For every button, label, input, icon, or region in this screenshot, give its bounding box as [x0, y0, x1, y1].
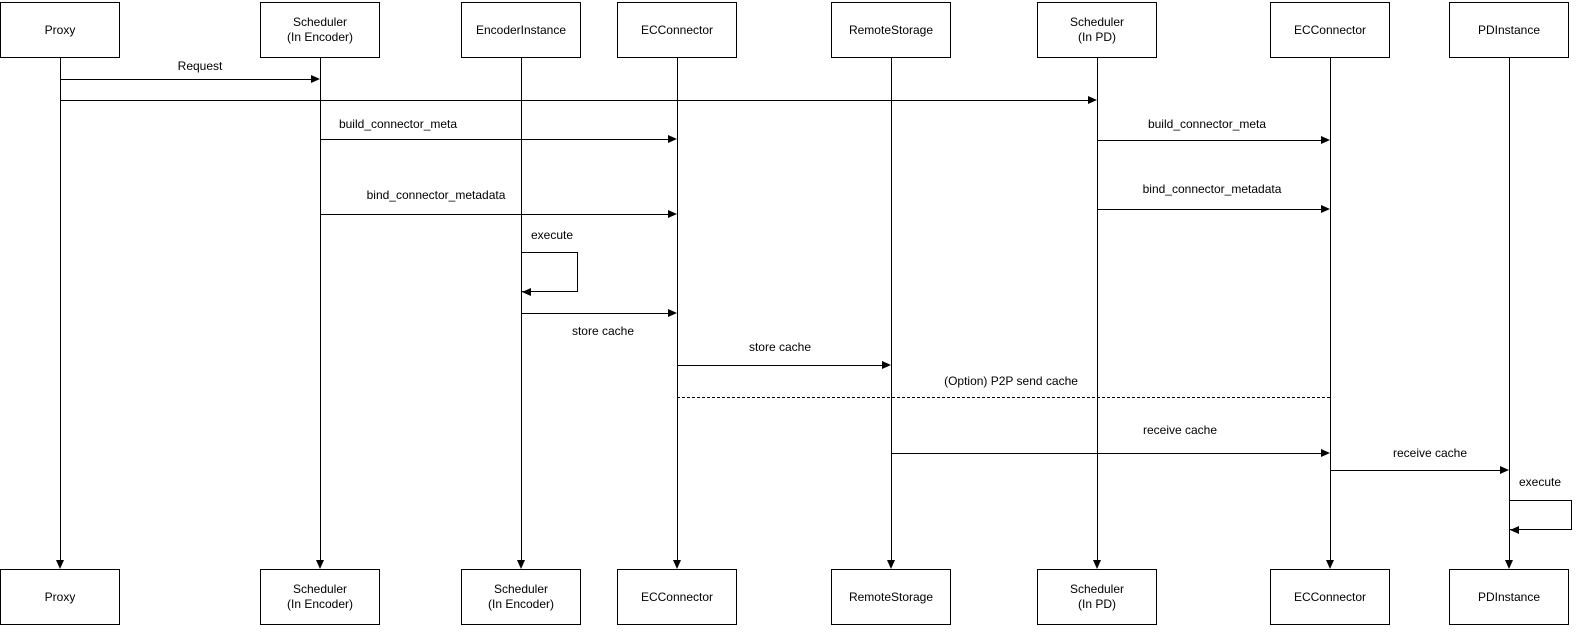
actor-bottom-pdinstance[interactable]: PDInstance — [1449, 569, 1569, 625]
lifeline-encoder-instance — [521, 58, 522, 561]
actor-bottom-scheduler-encoder-2[interactable]: Scheduler (In Encoder) — [461, 569, 581, 625]
lifeline-proxy — [60, 58, 61, 561]
message-label: execute — [1516, 475, 1564, 489]
lifeline-remote-storage — [891, 58, 892, 561]
arrowhead-icon — [1510, 526, 1519, 534]
arrowhead-icon — [1321, 205, 1330, 213]
arrowhead-icon — [882, 361, 891, 369]
actor-bottom-scheduler-pd[interactable]: Scheduler (In PD) — [1037, 569, 1157, 625]
actor-top-pdinstance[interactable]: PDInstance — [1449, 2, 1569, 58]
actor-label: Scheduler — [292, 15, 348, 29]
actor-bottom-ecconnector-right[interactable]: ECConnector — [1270, 569, 1390, 625]
actor-sublabel: (In PD) — [1077, 30, 1116, 44]
actor-top-scheduler-encoder[interactable]: Scheduler (In Encoder) — [260, 2, 380, 58]
message-label: execute — [528, 228, 576, 242]
actor-top-ecconnector-left[interactable]: ECConnector — [617, 2, 737, 58]
message-line — [677, 365, 883, 366]
message-line-dashed — [677, 397, 1330, 398]
actor-top-remote-storage[interactable]: RemoteStorage — [831, 2, 951, 58]
arrowhead-icon — [1321, 449, 1330, 457]
message-label: store cache — [569, 324, 637, 338]
actor-label: ECConnector — [640, 22, 714, 37]
actor-label: Proxy — [44, 589, 76, 604]
message-line — [320, 214, 669, 215]
message-line — [60, 100, 1089, 101]
actor-label: ECConnector — [1293, 22, 1367, 37]
arrowhead-icon — [1088, 96, 1097, 104]
actor-label: Proxy — [44, 22, 76, 37]
lifeline-scheduler-encoder — [320, 58, 321, 561]
message-line — [1097, 140, 1322, 141]
message-line — [891, 453, 1322, 454]
message-line — [1097, 209, 1322, 210]
actor-sublabel: (In Encoder) — [286, 30, 354, 44]
lifeline-arrow-icon — [316, 560, 324, 569]
actor-label: RemoteStorage — [848, 22, 934, 37]
actor-label: Scheduler — [292, 582, 348, 596]
actor-top-encoder-instance[interactable]: EncoderInstance — [461, 2, 581, 58]
actor-sublabel: (In PD) — [1077, 597, 1116, 611]
arrowhead-icon — [668, 210, 677, 218]
lifeline-arrow-icon — [517, 560, 525, 569]
actor-sublabel: (In Encoder) — [286, 597, 354, 611]
message-label: receive cache — [1390, 446, 1470, 460]
lifeline-arrow-icon — [887, 560, 895, 569]
lifeline-arrow-icon — [1326, 560, 1334, 569]
actor-label: Scheduler — [1069, 582, 1125, 596]
actor-sublabel: (In Encoder) — [487, 597, 555, 611]
lifeline-arrow-icon — [56, 560, 64, 569]
message-label: build_connector_meta — [1145, 117, 1269, 131]
self-loop-line — [1509, 500, 1572, 530]
actor-label: PDInstance — [1477, 22, 1541, 37]
arrowhead-icon — [311, 75, 320, 83]
message-line — [1330, 470, 1501, 471]
arrowhead-icon — [1321, 136, 1330, 144]
message-label: bind_connector_metadata — [1140, 182, 1284, 196]
arrowhead-icon — [522, 288, 531, 296]
actor-top-proxy[interactable]: Proxy — [0, 2, 120, 58]
message-label: store cache — [746, 340, 814, 354]
message-line — [60, 79, 312, 80]
actor-label: RemoteStorage — [848, 589, 934, 604]
actor-label: Scheduler — [1069, 15, 1125, 29]
message-line — [320, 139, 669, 140]
actor-top-ecconnector-right[interactable]: ECConnector — [1270, 2, 1390, 58]
actor-bottom-proxy[interactable]: Proxy — [0, 569, 120, 625]
actor-bottom-scheduler-encoder[interactable]: Scheduler (In Encoder) — [260, 569, 380, 625]
self-loop-line — [521, 252, 578, 292]
message-label: Request — [175, 59, 225, 73]
actor-label: ECConnector — [640, 589, 714, 604]
actor-top-scheduler-pd[interactable]: Scheduler (In PD) — [1037, 2, 1157, 58]
lifeline-pdinstance — [1509, 58, 1510, 561]
actor-bottom-ecconnector-left[interactable]: ECConnector — [617, 569, 737, 625]
actor-label: ECConnector — [1293, 589, 1367, 604]
arrowhead-icon — [1500, 466, 1509, 474]
arrowhead-icon — [668, 135, 677, 143]
message-line — [521, 313, 669, 314]
lifeline-arrow-icon — [1093, 560, 1101, 569]
actor-label: PDInstance — [1477, 589, 1541, 604]
lifeline-arrow-icon — [1505, 560, 1513, 569]
lifeline-ecconnector-left — [677, 58, 678, 561]
message-label: build_connector_meta — [336, 117, 460, 131]
message-label: bind_connector_metadata — [364, 188, 508, 202]
arrowhead-icon — [668, 309, 677, 317]
lifeline-arrow-icon — [673, 560, 681, 569]
message-label: (Option) P2P send cache — [942, 374, 1080, 388]
actor-label: EncoderInstance — [475, 22, 567, 37]
lifeline-scheduler-pd — [1097, 58, 1098, 561]
message-label: receive cache — [1140, 423, 1220, 437]
actor-label: Scheduler — [493, 582, 549, 596]
lifeline-ecconnector-right — [1330, 58, 1331, 561]
actor-bottom-remote-storage[interactable]: RemoteStorage — [831, 569, 951, 625]
